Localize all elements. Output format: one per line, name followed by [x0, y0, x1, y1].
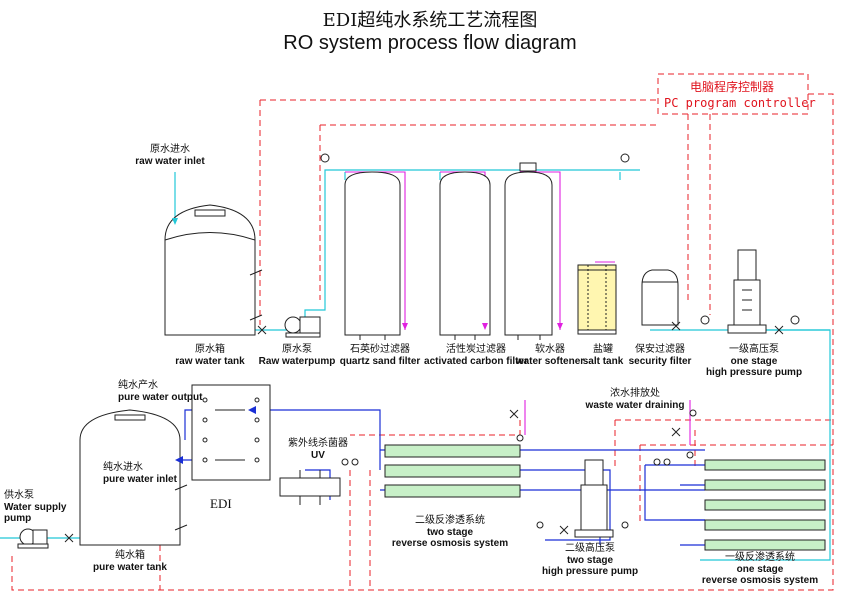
two-stage-hp-pump-label: 二级高压泵 two stage high pressure pump — [541, 543, 639, 577]
salt-tank-vessel — [577, 264, 617, 335]
quartz-sand-filter-vessel — [344, 171, 401, 340]
uv-label: 紫外线杀菌器 UV — [288, 438, 348, 461]
one-stage-ro-label: 一级反渗透系统 one stage reverse osmosis system — [701, 552, 819, 586]
one-stage-pump-body — [727, 249, 767, 334]
raw-water-pump — [284, 316, 321, 338]
uv-sterilizer — [279, 470, 341, 505]
security-filter-vessel — [641, 269, 679, 326]
two-stage-ro-label: 二级反渗透系统 two stage reverse osmosis system — [391, 515, 509, 549]
pure-water-tank-vessel — [79, 409, 188, 546]
pure-water-output-label: 纯水产水 pure water output — [118, 380, 203, 403]
edi-module — [191, 384, 271, 481]
title-english: RO system process flow diagram — [283, 32, 577, 54]
pure-water-tank-label: 纯水箱 pure water tank — [93, 550, 167, 573]
salt-tank-label: 盐罐 salt tank — [582, 344, 624, 367]
water-softener-label: 软水器 water softener — [515, 344, 585, 367]
raw-water-tank — [164, 204, 263, 336]
raw-water-tank-label: 原水箱 raw water tank — [175, 344, 245, 367]
title-chinese: EDI超纯水系统工艺流程图 — [322, 10, 538, 31]
raw-water-inlet-label: 原水进水 raw water inlet — [135, 144, 205, 167]
two-stage-pump-body — [574, 459, 614, 538]
one-stage-membranes — [704, 459, 826, 551]
flow-arrows — [172, 218, 563, 464]
plc-label-zh: 电脑程序控制器 — [690, 80, 775, 94]
quartz-sand-filter-label: 石英砂过滤器 quartz sand filter — [339, 344, 421, 367]
activated-carbon-filter-vessel — [439, 171, 491, 340]
valves-and-gauges — [64, 153, 800, 543]
water-supply-pump-label: 供水泵 Water supply pump — [4, 490, 67, 524]
water-softener-vessel — [504, 162, 553, 340]
waste-water-label: 浓水排放处 waste water draining — [585, 388, 685, 411]
raw-waterpump-label: 原水泵 Raw waterpump — [258, 344, 336, 367]
supply-pump-body — [17, 528, 49, 549]
edi-label: EDI — [210, 496, 232, 511]
activated-carbon-filter-label: 活性炭过滤器 activated carbon filter — [424, 344, 528, 367]
two-stage-membranes — [384, 444, 521, 498]
plc-label-en: PC program controller — [664, 96, 816, 110]
security-filter-label: 保安过滤器 security filter — [628, 344, 692, 367]
pure-water-inlet-label: 纯水进水 pure water inlet — [103, 462, 177, 485]
one-stage-hp-pump-label: 一级高压泵 one stage high pressure pump — [705, 344, 803, 378]
